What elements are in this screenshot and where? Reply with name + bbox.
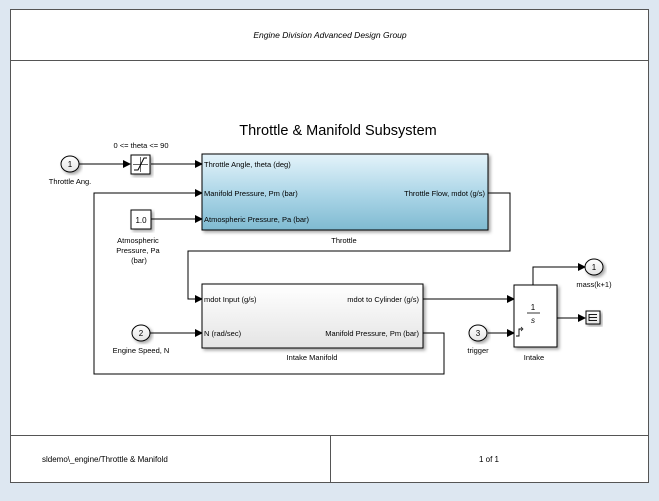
- manifold-input-2: N (rad/sec): [204, 329, 242, 338]
- manifold-input-1: mdot Input (g/s): [204, 295, 257, 304]
- inport-3[interactable]: 3: [468, 324, 488, 342]
- constant-label-line-3: (bar): [131, 256, 147, 265]
- intake-tf-denominator: s: [531, 316, 535, 325]
- manifold-output-1: mdot to Cylinder (g/s): [347, 295, 419, 304]
- outport-1[interactable]: 1: [584, 258, 604, 276]
- throttle-block[interactable]: Throttle Angle, theta (deg) Manifold Pre…: [201, 153, 489, 231]
- footer-model-path: sldemo\_engine/Throttle & Manifold: [42, 455, 168, 464]
- inport-2-label: Engine Speed, N: [113, 346, 170, 355]
- inport-2-number: 2: [139, 329, 144, 338]
- intake-manifold-block-name: Intake Manifold: [287, 353, 338, 362]
- outport-1-number: 1: [592, 263, 597, 272]
- intake-tf-numerator: 1: [531, 303, 536, 312]
- throttle-input-3: Atmospheric Pressure, Pa (bar): [204, 215, 310, 224]
- diagram-title: Throttle & Manifold Subsystem: [239, 123, 436, 139]
- saturation-icon: [134, 157, 147, 171]
- constant-label: Atmospheric Pressure, Pa (bar): [116, 236, 161, 265]
- throttle-input-2: Manifold Pressure, Pm (bar): [204, 189, 298, 198]
- footer-page-number: 1 of 1: [479, 455, 500, 464]
- trigger-arrow-icon: [520, 326, 524, 332]
- intake-manifold-block[interactable]: mdot Input (g/s) N (rad/sec) mdot to Cyl…: [201, 283, 424, 349]
- terminator-block[interactable]: [585, 310, 601, 325]
- line-pm-feedback: [93, 189, 445, 375]
- rising-edge-trigger-icon: [516, 328, 522, 337]
- throttle-input-1: Throttle Angle, theta (deg): [204, 160, 291, 169]
- inport-1-label: Throttle Ang.: [49, 177, 92, 186]
- inport-1[interactable]: 1: [60, 155, 80, 173]
- intake-block-name: Intake: [524, 353, 544, 362]
- constant-block[interactable]: 1.0: [130, 209, 152, 230]
- constant-label-line-2: Pressure, Pa: [116, 246, 160, 255]
- throttle-output-1: Throttle Flow, mdot (g/s): [404, 189, 485, 198]
- intake-integrator-block[interactable]: 1 s: [513, 284, 558, 348]
- page-border: [10, 9, 649, 483]
- constant-value: 1.0: [135, 216, 147, 225]
- header-text: Engine Division Advanced Design Group: [253, 30, 407, 40]
- inport-3-number: 3: [476, 329, 481, 338]
- constant-label-line-1: Atmospheric: [117, 236, 159, 245]
- line-throttle-flow-to-manifold: [187, 192, 511, 303]
- inport-3-label: trigger: [467, 346, 489, 355]
- inport-1-number: 1: [68, 160, 73, 169]
- inport-2[interactable]: 2: [131, 324, 151, 342]
- throttle-block-name: Throttle: [331, 236, 356, 245]
- outport-1-label: mass(k+1): [576, 280, 612, 289]
- saturation-block[interactable]: [130, 154, 151, 175]
- manifold-output-2: Manifold Pressure, Pm (bar): [325, 329, 419, 338]
- saturation-label: 0 <= theta <= 90: [113, 141, 168, 150]
- terminator-icon: [588, 314, 597, 321]
